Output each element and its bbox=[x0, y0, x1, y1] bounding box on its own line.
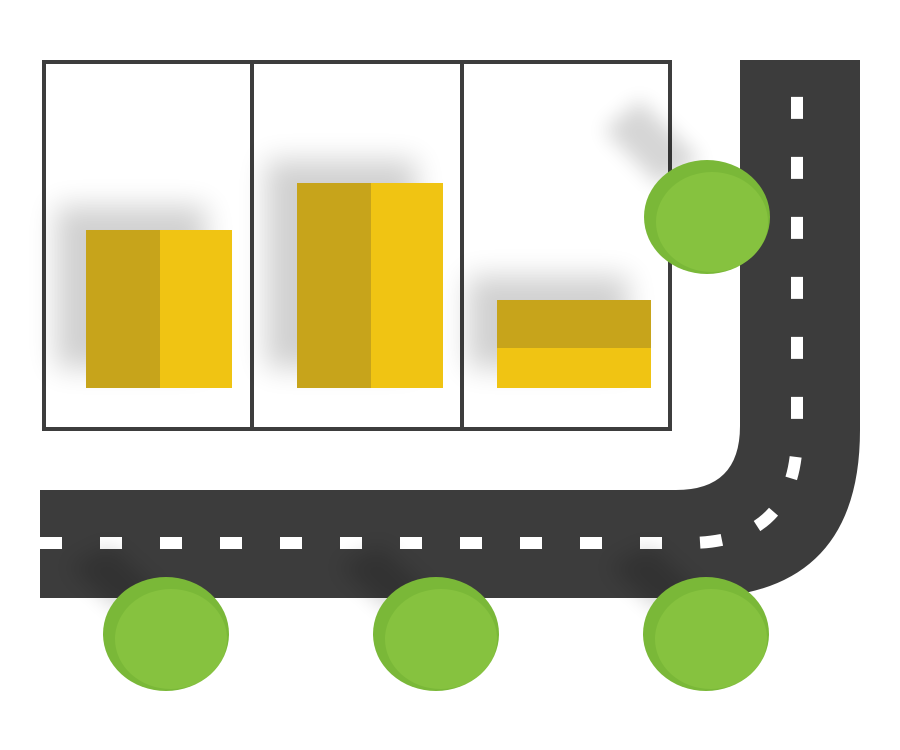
green-circle-icon bbox=[103, 577, 229, 691]
yellow-block-icon bbox=[266, 160, 443, 388]
block-dark-face bbox=[297, 183, 371, 388]
panel-1 bbox=[56, 206, 232, 388]
green-circle-icon bbox=[643, 577, 769, 691]
panel-2 bbox=[266, 160, 443, 388]
green-circle-icon bbox=[644, 160, 770, 274]
block-dark-face bbox=[497, 300, 651, 348]
block-dark-face bbox=[86, 230, 160, 388]
road-lane-marking bbox=[40, 60, 803, 549]
marker-shadow bbox=[604, 100, 700, 186]
green-circle-icon bbox=[373, 577, 499, 691]
panel-3 bbox=[468, 276, 651, 388]
road bbox=[40, 60, 860, 598]
marker-bottom-1 bbox=[70, 546, 229, 691]
marker-bottom-2 bbox=[340, 546, 499, 691]
marker-top-right bbox=[604, 100, 770, 274]
block-light-face bbox=[160, 230, 232, 388]
yellow-block-icon bbox=[56, 206, 232, 388]
marker-bottom-3 bbox=[610, 546, 769, 691]
block-light-face bbox=[497, 348, 651, 388]
block-light-face bbox=[371, 183, 443, 388]
yellow-block-icon bbox=[468, 276, 651, 388]
